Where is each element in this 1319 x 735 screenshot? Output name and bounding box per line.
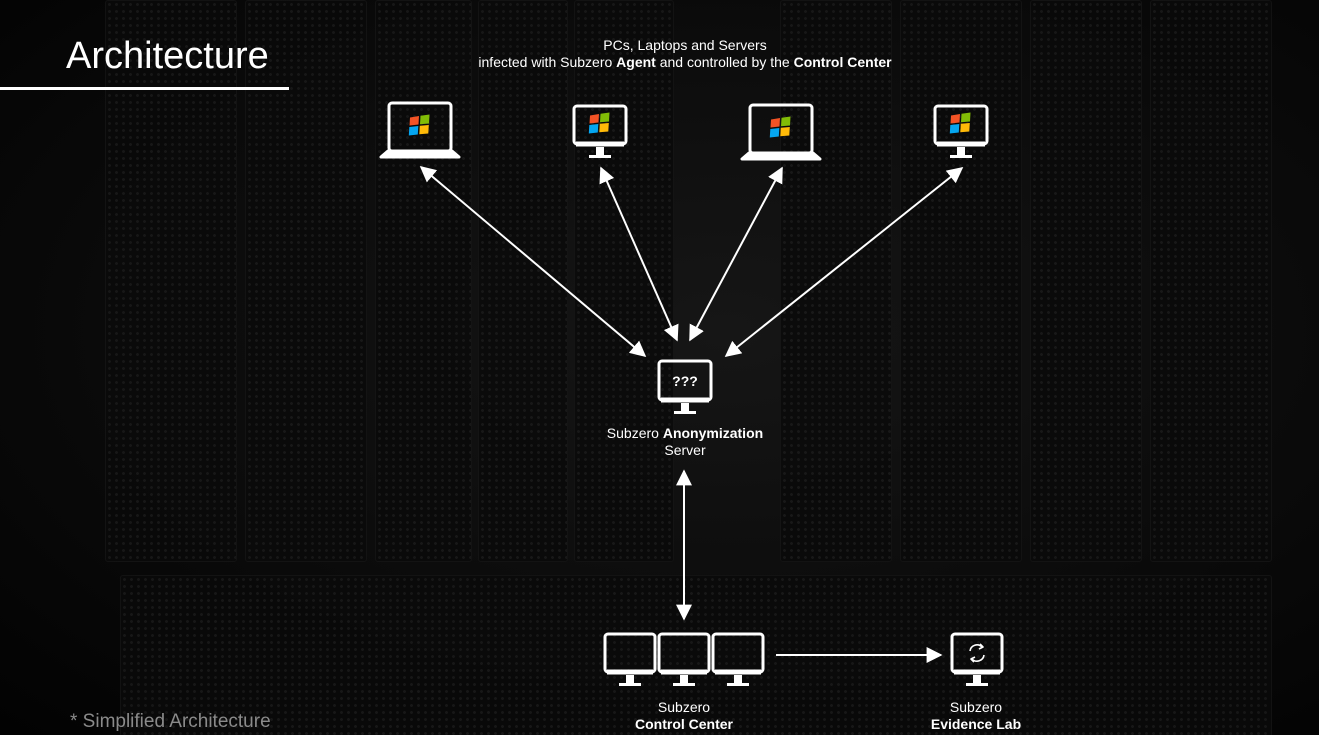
background-rack-panel	[120, 575, 1272, 735]
monitor-icon	[572, 104, 628, 158]
monitor-icon	[657, 632, 711, 686]
endpoints-caption-line1: PCs, Laptops and Servers	[603, 37, 767, 53]
background-rack-panel	[245, 0, 367, 562]
endpoints-caption: PCs, Laptops and Servers infected with S…	[400, 37, 970, 71]
windows-logo-icon	[588, 112, 610, 134]
evidence-lab-label: Subzero Evidence Lab	[930, 699, 1022, 732]
background-rack-panel	[1150, 0, 1272, 562]
windows-logo-icon	[769, 116, 791, 138]
monitor-icon	[603, 632, 657, 686]
laptop-icon	[740, 103, 822, 161]
connection-arrow	[689, 166, 783, 342]
windows-logo-icon	[949, 112, 971, 134]
evidence-lab-icon	[950, 632, 1004, 686]
background-rack-panel	[105, 0, 237, 562]
anonymization-server-label: Subzero Anonymization Server	[606, 425, 764, 458]
monitor-icon	[711, 632, 765, 686]
laptop-icon	[379, 101, 461, 159]
monitor-icon	[933, 104, 989, 158]
refresh-icon	[969, 643, 985, 663]
background-rack-panel	[1030, 0, 1142, 562]
connection-arrow	[724, 167, 964, 357]
control-center-label: Subzero Control Center	[635, 699, 733, 732]
control-center-monitors-icon	[603, 632, 765, 686]
title-underline	[0, 87, 289, 90]
connection-arrow	[599, 166, 679, 342]
anonymization-server-icon: ???	[657, 359, 713, 414]
server-screen-text: ???	[672, 373, 698, 389]
slide-title: Architecture	[66, 35, 269, 77]
endpoints-caption-line2: infected with Subzero Agent and controll…	[478, 54, 892, 70]
connection-arrow	[419, 165, 647, 358]
footnote: * Simplified Architecture	[70, 711, 271, 732]
windows-logo-icon	[408, 114, 430, 136]
